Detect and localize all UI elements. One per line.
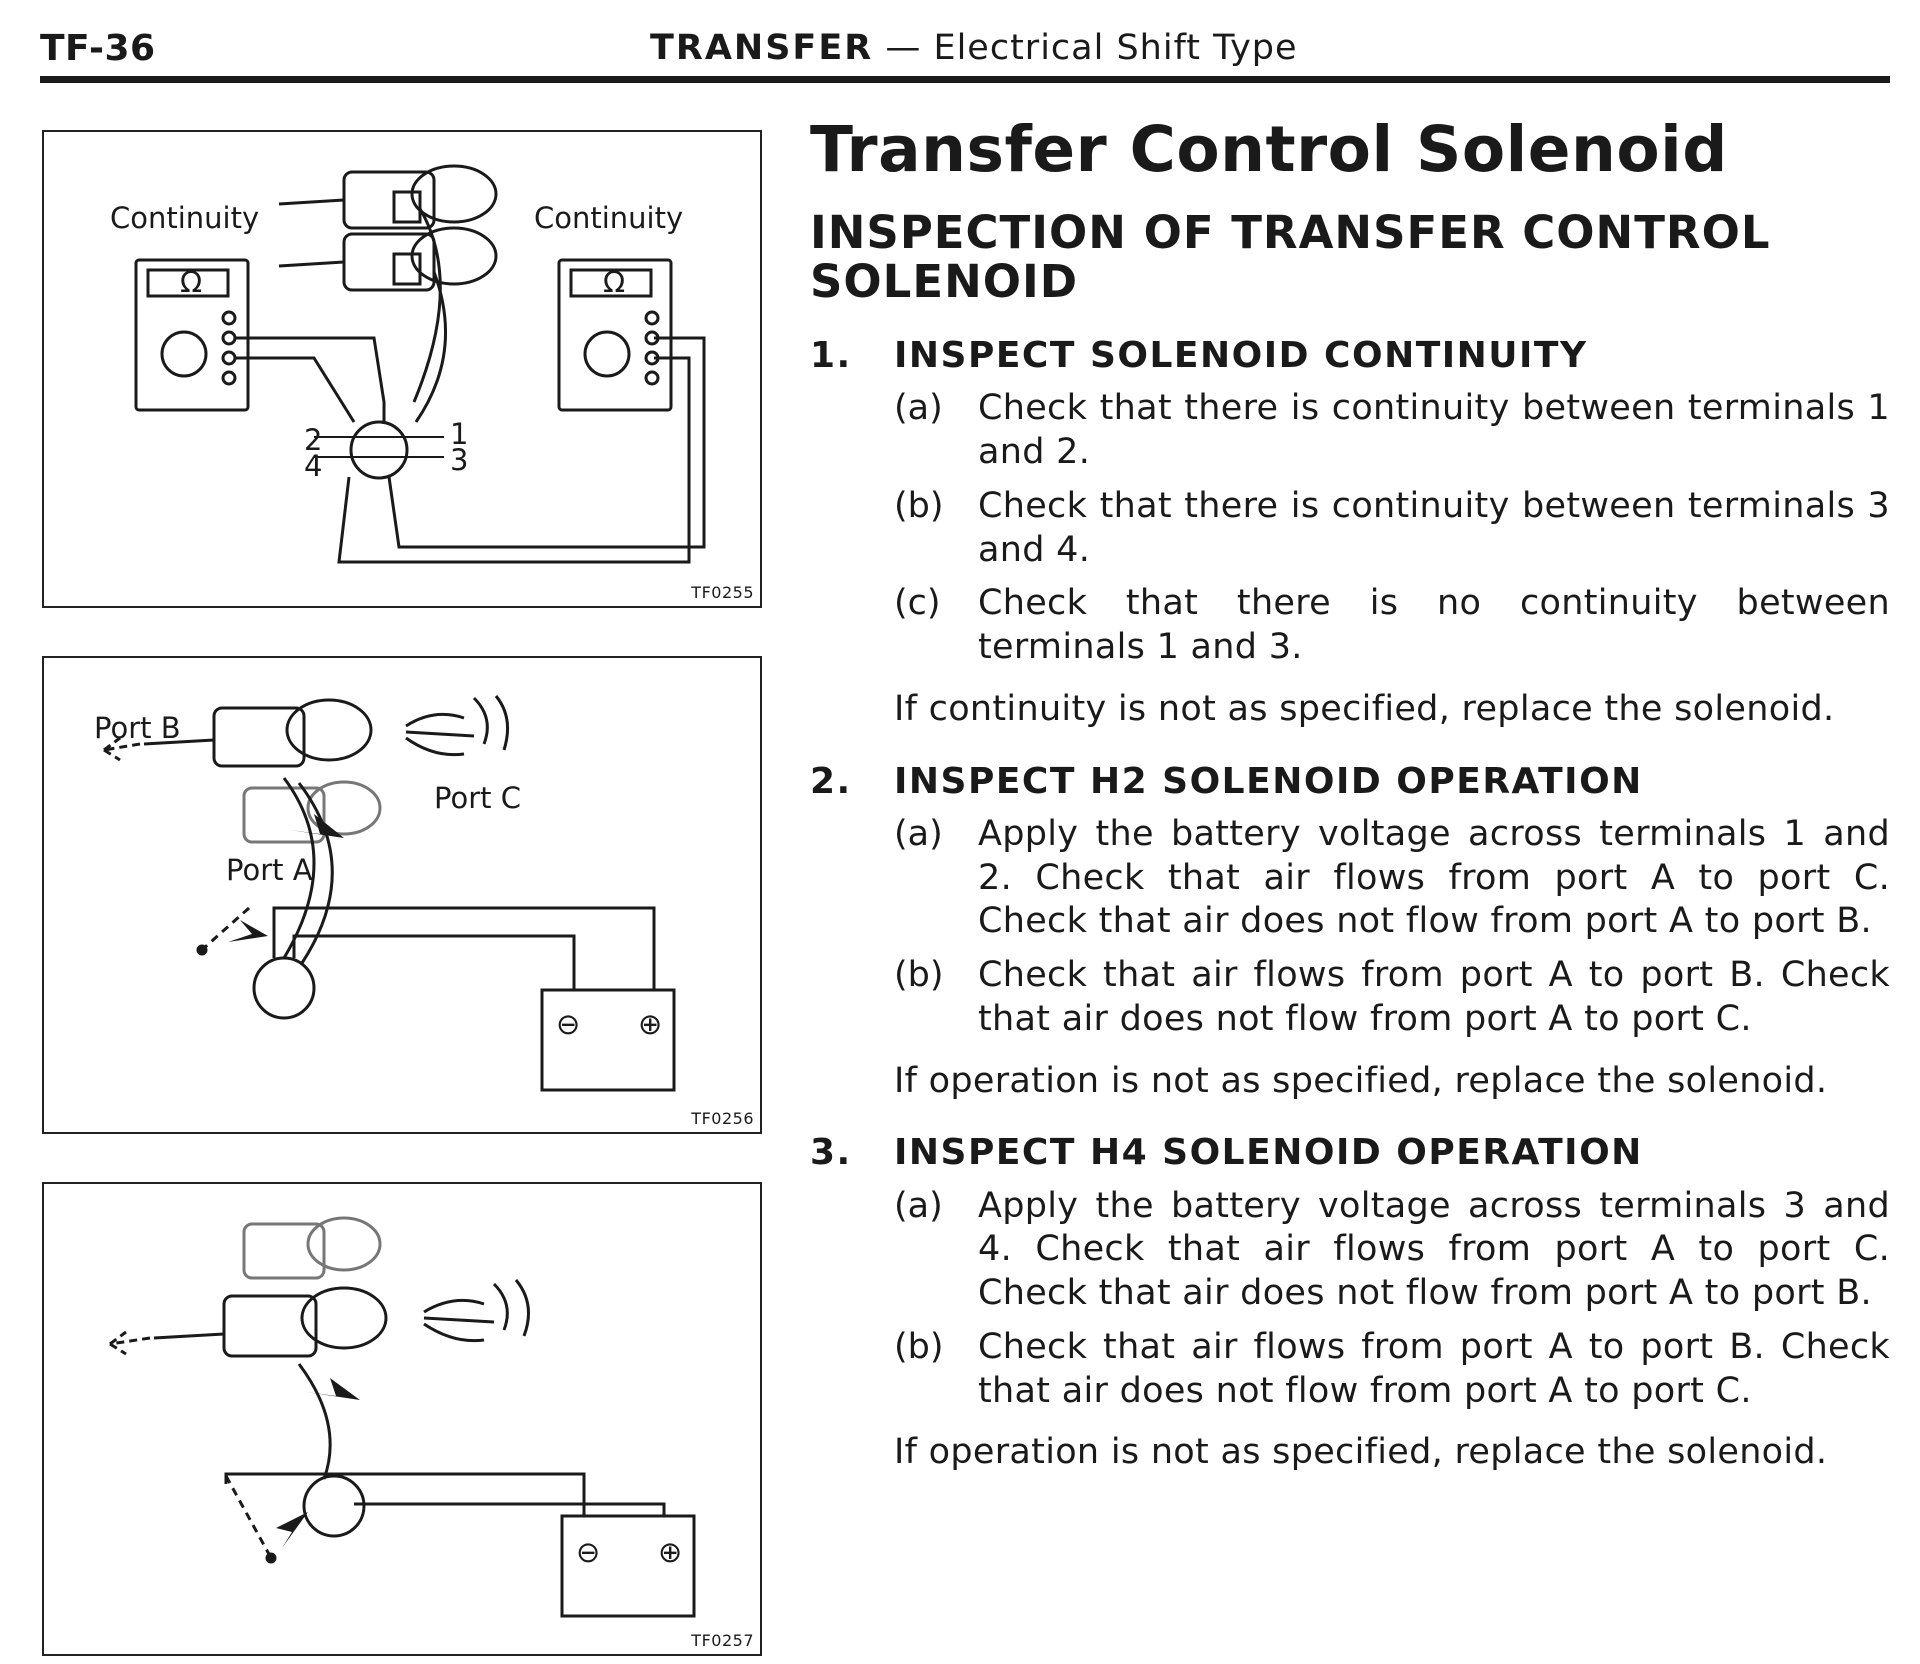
push-arrow: [306, 1378, 360, 1400]
item-letter: (a): [894, 813, 943, 854]
port-c-label: Port C: [434, 781, 521, 815]
h4-diagram: ⊖ ⊕: [109, 1216, 696, 1618]
item-text: Check that there is no continuity betwee…: [978, 583, 1890, 668]
section-title: TRANSFER — Electrical Shift Type: [650, 28, 1298, 68]
connector: [349, 420, 409, 480]
port-a-label: Port A: [226, 853, 313, 887]
connector: [302, 1474, 366, 1538]
continuity-diagram: Continuity Continuity Ω Ω 2 4 1 3: [110, 164, 706, 564]
terminal-1-label: 1: [450, 417, 468, 451]
step-heading: 1. INSPECT SOLENOID CONTINUITY: [810, 334, 1890, 377]
battery-negative: ⊖: [556, 1007, 580, 1041]
terminal-4-label: 4: [304, 449, 322, 483]
right-meter-label: Continuity: [534, 201, 683, 235]
item-text: Check that there is continuity between t…: [978, 485, 1890, 570]
battery: [560, 1514, 696, 1618]
figure-continuity-test: Continuity Continuity Ω Ω 2 4 1 3 TF0255: [42, 130, 762, 608]
item-letter: (b): [894, 485, 944, 526]
connector: [252, 956, 316, 1020]
figure-code: TF0257: [691, 1631, 754, 1650]
step-3: 3. INSPECT H4 SOLENOID OPERATION (a) App…: [810, 1131, 1890, 1475]
right-ohmmeter: [557, 258, 673, 412]
air-flow-port-c: [423, 1279, 530, 1343]
item-letter: (a): [894, 388, 943, 429]
step-note: If continuity is not as specified, repla…: [894, 688, 1835, 729]
item-text: Check that there is continuity between t…: [978, 388, 1890, 473]
item-letter: (b): [894, 955, 944, 996]
section-subtitle: INSPECTION OF TRANSFER CONTROL SOLENOID: [810, 206, 1771, 308]
header-rule: [40, 76, 1890, 83]
right-meter-dial: [583, 330, 631, 378]
disconnect-arrow: [276, 1512, 308, 1548]
step-heading: 3. INSPECT H4 SOLENOID OPERATION: [810, 1131, 1890, 1174]
step-number: 3.: [810, 1132, 852, 1174]
battery-positive: ⊕: [638, 1007, 662, 1041]
disconnect-arrow: [228, 920, 268, 942]
port-b-flow-arrow: [109, 1330, 151, 1356]
step-title: INSPECT SOLENOID CONTINUITY: [894, 335, 1588, 377]
check-item: (a) Apply the battery voltage across ter…: [810, 813, 1890, 944]
check-item: (a) Apply the battery voltage across ter…: [810, 1185, 1890, 1316]
step-number: 2.: [810, 760, 852, 802]
page-number: TF-36: [40, 28, 156, 69]
figure-h2-operation: Port B Port C Port A ⊖ ⊕ TF0256: [42, 656, 762, 1134]
solenoid-h4: [153, 1216, 388, 1358]
figure-code: TF0255: [691, 583, 754, 602]
page-title: Transfer Control Solenoid: [810, 113, 1728, 186]
air-flow-port-c: [405, 695, 510, 757]
subsection-name: Electrical Shift Type: [933, 28, 1298, 68]
item-letter: (b): [894, 1326, 944, 1367]
step-title: INSPECT H2 SOLENOID OPERATION: [894, 760, 1643, 802]
battery-positive: ⊕: [658, 1535, 682, 1569]
check-item: (a) Check that there is continuity betwe…: [810, 387, 1890, 475]
right-ohm-symbol: Ω: [603, 265, 625, 299]
section-name: TRANSFER: [650, 28, 874, 68]
item-letter: (c): [894, 583, 941, 624]
terminal-3-label: 3: [450, 443, 468, 477]
battery: [540, 988, 676, 1092]
step-note: If operation is not as specified, replac…: [894, 1432, 1828, 1473]
figure-code: TF0256: [691, 1109, 754, 1128]
right-meter-display: [569, 268, 653, 298]
step-number: 1.: [810, 335, 852, 377]
check-item: (b) Check that air flows from port A to …: [810, 1326, 1890, 1414]
left-ohm-symbol: Ω: [180, 265, 202, 299]
left-ohmmeter: [134, 258, 250, 412]
check-item: (b) Check that air flows from port A to …: [810, 954, 1890, 1042]
step-note: If operation is not as specified, replac…: [894, 1060, 1828, 1101]
item-letter: (a): [894, 1185, 943, 1226]
item-text: Apply the battery voltage across termina…: [978, 813, 1890, 942]
step-heading: 2. INSPECT H2 SOLENOID OPERATION: [810, 760, 1890, 803]
solenoid-h2: [143, 698, 382, 844]
step-1: 1. INSPECT SOLENOID CONTINUITY (a) Check…: [810, 334, 1890, 731]
page-header: TF-36 TRANSFER — Electrical Shift Type: [40, 22, 1890, 84]
battery-negative: ⊖: [576, 1535, 600, 1569]
port-b-flow-arrow: [103, 736, 141, 762]
figure-h4-operation: ⊖ ⊕ TF0257: [42, 1182, 762, 1656]
solenoid-pair: [278, 164, 498, 292]
push-arrow: [290, 814, 344, 838]
check-item: (b) Check that there is continuity betwe…: [810, 485, 1890, 573]
instructions-column: Transfer Control Solenoid INSPECTION OF …: [810, 118, 1890, 1475]
left-meter-display: [146, 268, 230, 298]
step-title: INSPECT H4 SOLENOID OPERATION: [894, 1132, 1643, 1174]
item-text: Check that air flows from port A to port…: [978, 955, 1890, 1039]
h2-diagram: Port B Port C Port A ⊖ ⊕: [94, 695, 676, 1092]
item-text: Check that air flows from port A to port…: [978, 1326, 1890, 1411]
section-separator: —: [885, 28, 922, 68]
terminal-2-label: 2: [304, 423, 322, 457]
check-item: (c) Check that there is no continuity be…: [810, 582, 1890, 670]
item-text: Apply the battery voltage across termina…: [978, 1185, 1890, 1314]
left-meter-dial: [160, 330, 208, 378]
port-b-label: Port B: [94, 711, 181, 745]
left-meter-label: Continuity: [110, 201, 259, 235]
step-2: 2. INSPECT H2 SOLENOID OPERATION (a) App…: [810, 760, 1890, 1104]
